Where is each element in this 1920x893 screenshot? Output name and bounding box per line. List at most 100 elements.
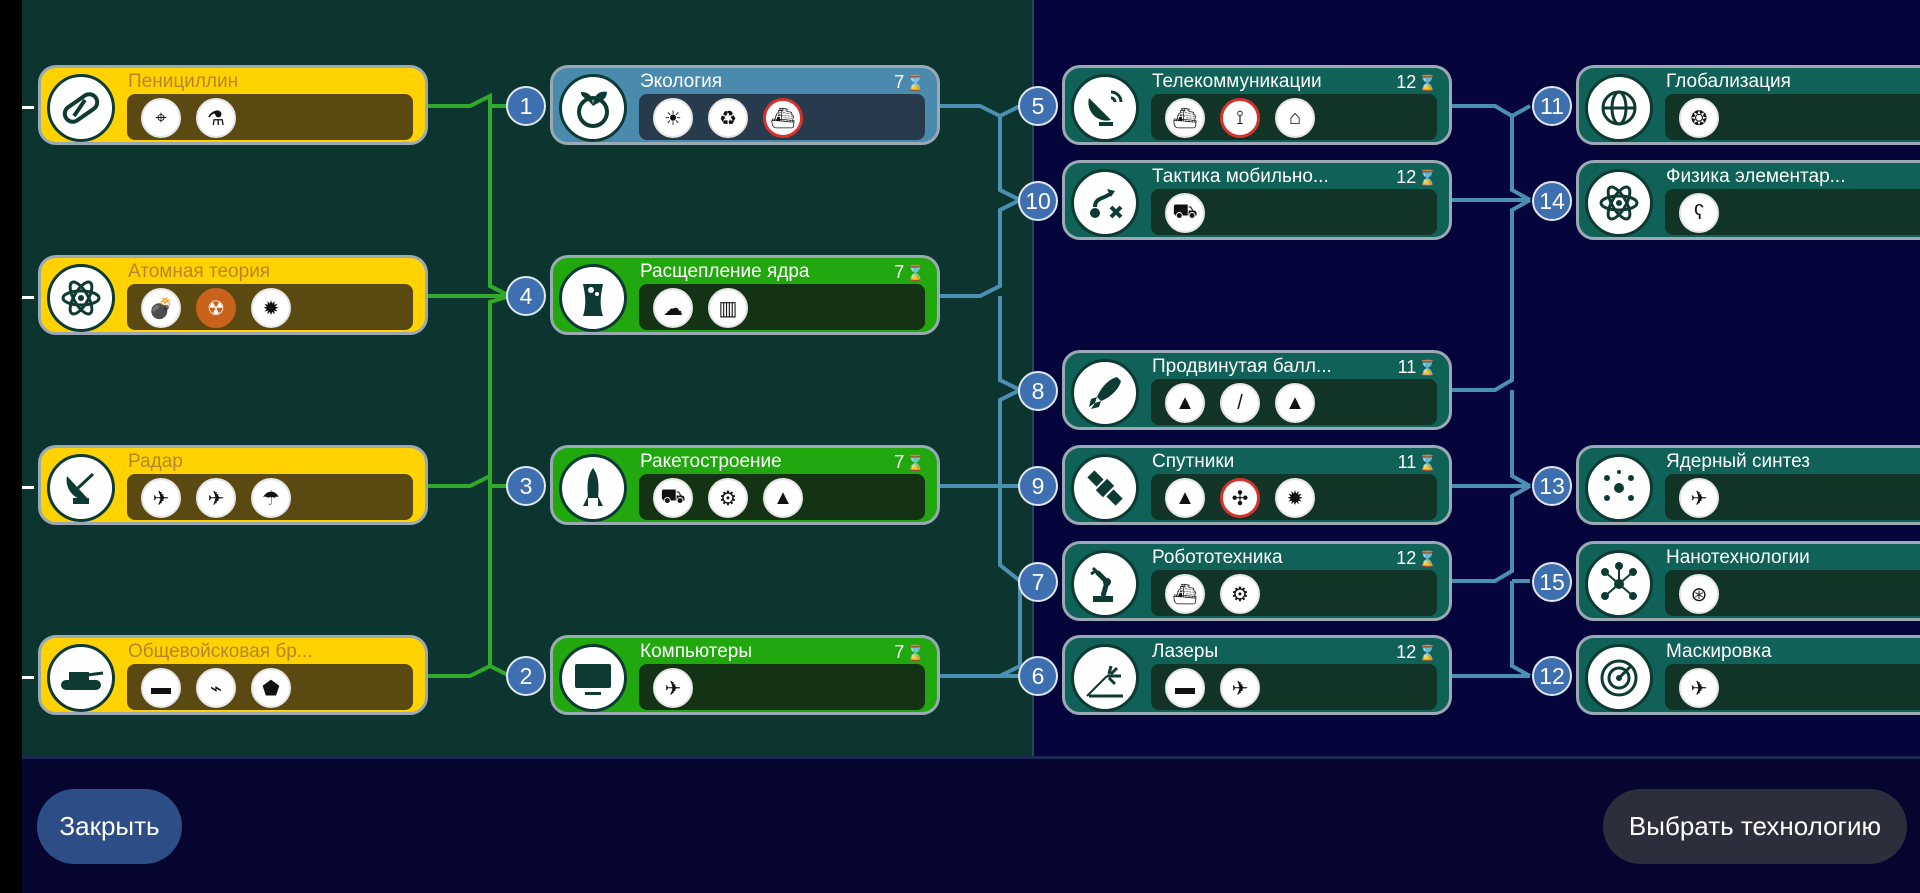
- recycle-icon[interactable]: ♻: [708, 98, 748, 138]
- unlocks-panel: ▲ / ▲: [1151, 379, 1437, 425]
- pill-icon: [47, 74, 115, 142]
- tech-card-globalization[interactable]: Глобализация 1⌛ ❂: [1576, 65, 1920, 145]
- tech-card-rocketry[interactable]: Ракетостроение 7⌛ ⛟ ⚙ ▲: [550, 445, 940, 525]
- cell-icon[interactable]: ⊛: [1679, 574, 1719, 614]
- hourglass-icon: ⌛: [1418, 75, 1437, 92]
- satellite-icon: [1071, 454, 1139, 522]
- flask-icon[interactable]: ⚗: [196, 98, 236, 138]
- tech-order-badge: 3: [506, 466, 546, 506]
- tech-title: Продвинутая балл...: [1152, 356, 1332, 377]
- tech-card-radar[interactable]: Радар ✈ ✈ ☂: [38, 445, 428, 525]
- tech-card-combined-arms[interactable]: Общевойсковая бр... ▬ ⌁ ⬟: [38, 635, 428, 715]
- research-cost: 12⌛: [1396, 548, 1437, 568]
- jet-icon[interactable]: ✈: [1220, 668, 1260, 708]
- sat-unit-icon[interactable]: ✣: [1220, 478, 1260, 518]
- bomb-icon[interactable]: 💣: [141, 288, 181, 328]
- tech-card-penicillin[interactable]: Пенициллин ⌖ ⚗: [38, 65, 428, 145]
- close-button[interactable]: Закрыть: [37, 789, 182, 864]
- tech-title: Общевойсковая бр...: [128, 641, 313, 662]
- incoming-link-mark: [22, 676, 34, 679]
- mech-icon[interactable]: ⚙: [1220, 574, 1260, 614]
- tactics-icon: [1071, 169, 1139, 237]
- mushroom-cloud-icon[interactable]: ☁: [653, 288, 693, 328]
- tech-order-badge: 4: [506, 276, 546, 316]
- tech-card-nuclear-fission[interactable]: Расщепление ядра 7⌛ ☁ ▥: [550, 255, 940, 335]
- tech-order-badge: 13: [1532, 466, 1572, 506]
- building-icon[interactable]: ⌂: [1275, 98, 1315, 138]
- icbm-icon[interactable]: ▲: [1275, 383, 1315, 423]
- tech-card-mobile-tactics[interactable]: Тактика мобильно... 12⌛ ⛟: [1062, 160, 1452, 240]
- tech-card-atomic-theory[interactable]: Атомная теория 💣 ☢ ✹: [38, 255, 428, 335]
- bomber-icon[interactable]: ✈: [196, 478, 236, 518]
- ray-gun-icon[interactable]: ⌖: [141, 98, 181, 138]
- tech-title: Нанотехнологии: [1666, 547, 1810, 568]
- warhead-icon[interactable]: ▲: [1165, 383, 1205, 423]
- fighter-jet-icon[interactable]: ✈: [141, 478, 181, 518]
- tech-title: Пенициллин: [128, 71, 239, 92]
- burst-icon[interactable]: ✹: [1275, 478, 1315, 518]
- hourglass-icon: ⌛: [906, 455, 925, 472]
- tech-card-satellites[interactable]: Спутники 11⌛ ▲ ✣ ✹: [1062, 445, 1452, 525]
- unlocks-panel: ▬ ⌁ ⬟: [127, 664, 413, 710]
- cooling-tower-icon[interactable]: ▥: [708, 288, 748, 328]
- cruise-missile-icon[interactable]: /: [1220, 383, 1260, 423]
- incoming-link-mark: [22, 296, 34, 299]
- tech-card-stealth[interactable]: Маскировка 1⌛ ✈: [1576, 635, 1920, 715]
- eco-globe-icon: [559, 74, 627, 142]
- tower-icon[interactable]: ⟟: [1220, 98, 1260, 138]
- helicopter-icon[interactable]: ✈: [653, 668, 693, 708]
- tech-title: Телекоммуникации: [1152, 71, 1322, 92]
- tech-card-telecommunications[interactable]: Телекоммуникации 12⌛ ⛴ ⟟ ⌂: [1062, 65, 1452, 145]
- tech-card-ecology[interactable]: Экология 7⌛ ☀ ♻ ⛴: [550, 65, 940, 145]
- tech-card-particle-physics[interactable]: Физика элементар... 1⌛ ʕ: [1576, 160, 1920, 240]
- ship-icon[interactable]: ⛴: [1165, 574, 1205, 614]
- radiation-icon[interactable]: ☢: [196, 288, 236, 328]
- research-cost: 7⌛: [894, 642, 925, 662]
- unlocks-panel: ⌖ ⚗: [127, 94, 413, 140]
- reactor-icon: [559, 264, 627, 332]
- laser-tank-icon[interactable]: ▬: [1165, 668, 1205, 708]
- unlocks-panel: ▲ ✣ ✹: [1151, 474, 1437, 520]
- tech-card-advanced-ballistics[interactable]: Продвинутая балл... 11⌛ ▲ / ▲: [1062, 350, 1452, 430]
- tech-title: Ракетостроение: [640, 451, 782, 472]
- tank-unit-icon[interactable]: ▬: [141, 668, 181, 708]
- research-cost: 11⌛: [1397, 357, 1437, 377]
- unlocks-panel: ⛴ ⚙: [1151, 570, 1437, 616]
- stealth-radar-icon: [1585, 644, 1653, 712]
- hourglass-icon: ⌛: [1418, 551, 1437, 568]
- satellite-dish-icon: [1071, 74, 1139, 142]
- unlocks-panel: ☁ ▥: [639, 284, 925, 330]
- submarine-icon[interactable]: ⛴: [1165, 98, 1205, 138]
- choose-technology-button[interactable]: Выбрать технологию: [1603, 789, 1907, 864]
- green-links: [427, 92, 511, 678]
- unlocks-panel: ✈: [639, 664, 925, 710]
- tech-card-nanotechnology[interactable]: Нанотехнологии 1⌛ ⊛: [1576, 541, 1920, 621]
- research-cost: 7⌛: [894, 72, 925, 92]
- missile-truck-icon[interactable]: ⛟: [653, 478, 693, 518]
- tech-title: Расщепление ядра: [640, 261, 810, 282]
- shuttle-icon[interactable]: ▲: [1165, 478, 1205, 518]
- pentagon-icon[interactable]: ⬟: [251, 668, 291, 708]
- monitor-icon: [559, 644, 627, 712]
- incoming-link-mark: [22, 106, 34, 109]
- apc-icon[interactable]: ⛟: [1165, 193, 1205, 233]
- rover-icon[interactable]: ⚙: [708, 478, 748, 518]
- capsule-icon[interactable]: ▲: [763, 478, 803, 518]
- tech-card-robotics[interactable]: Робототехника 12⌛ ⛴ ⚙: [1062, 541, 1452, 621]
- solar-icon[interactable]: ☀: [653, 98, 693, 138]
- tech-order-badge: 11: [1532, 86, 1572, 126]
- tech-card-nuclear-fusion[interactable]: Ядерный синтез 1⌛ ✈: [1576, 445, 1920, 525]
- drone-icon[interactable]: ✈: [1679, 478, 1719, 518]
- artillery-icon[interactable]: ⌁: [196, 668, 236, 708]
- un-emblem-icon[interactable]: ❂: [1679, 98, 1719, 138]
- explosion-icon[interactable]: ✹: [251, 288, 291, 328]
- parachute-icon[interactable]: ☂: [251, 478, 291, 518]
- tech-order-badge: 5: [1018, 86, 1058, 126]
- tech-card-computers[interactable]: Компьютеры 7⌛ ✈: [550, 635, 940, 715]
- bear-icon[interactable]: ʕ: [1679, 193, 1719, 233]
- research-cost: 12⌛: [1396, 72, 1437, 92]
- tech-card-lasers[interactable]: Лазеры 12⌛ ▬ ✈: [1062, 635, 1452, 715]
- boat-icon[interactable]: ⛴: [763, 98, 803, 138]
- stealth-jet-icon[interactable]: ✈: [1679, 668, 1719, 708]
